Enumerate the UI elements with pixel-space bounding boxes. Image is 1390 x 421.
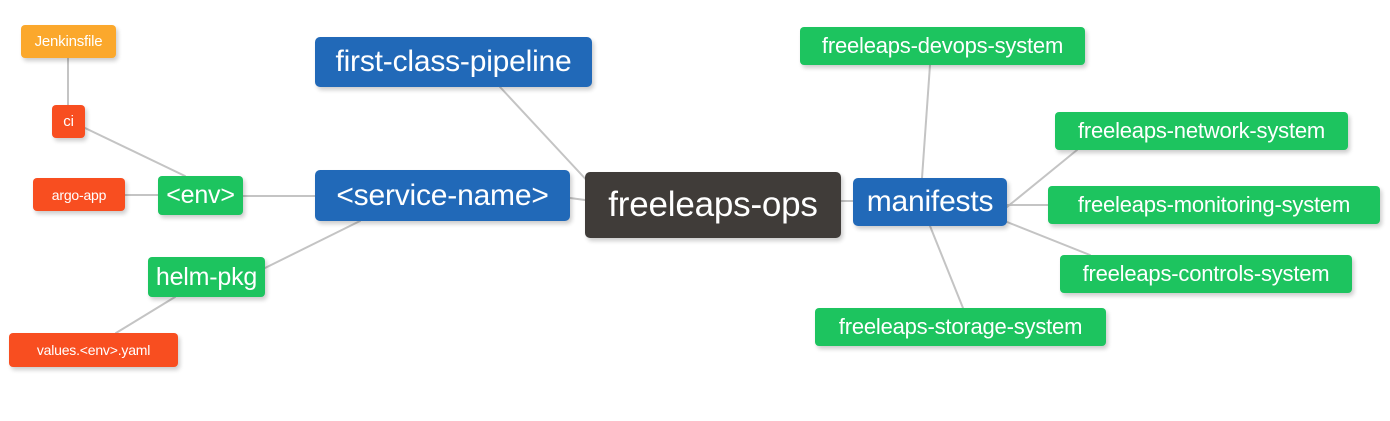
edge-manifests-to-freeleaps-controls-system: [1006, 221, 1091, 256]
mindmap-node-jenkinsfile[interactable]: Jenkinsfile: [21, 25, 116, 58]
node-label: values.<env>.yaml: [36, 342, 151, 358]
mindmap-node-values-yaml[interactable]: values.<env>.yaml: [9, 333, 178, 367]
node-label: argo-app: [51, 186, 107, 203]
mindmap-node-freeleaps-controls-system[interactable]: freeleaps-controls-system: [1060, 255, 1352, 293]
node-label: freeleaps-ops: [608, 185, 818, 224]
edge-helm-pkg-to-values-yaml: [115, 296, 176, 334]
node-label: first-class-pipeline: [335, 45, 572, 78]
node-label: freeleaps-devops-system: [821, 33, 1064, 58]
mindmap-node-ci[interactable]: ci: [52, 105, 85, 138]
mindmap-node-freeleaps-storage-system[interactable]: freeleaps-storage-system: [815, 308, 1106, 346]
mindmap-node-helm-pkg[interactable]: helm-pkg: [148, 257, 265, 297]
mindmap-node-freeleaps-ops[interactable]: freeleaps-ops: [585, 172, 841, 238]
mindmap-node-service-name[interactable]: <service-name>: [315, 170, 570, 221]
mindmap-node-env[interactable]: <env>: [158, 176, 243, 215]
node-label: freeleaps-network-system: [1077, 118, 1326, 143]
node-label: manifests: [866, 185, 994, 218]
node-label: freeleaps-monitoring-system: [1077, 192, 1351, 217]
node-label: freeleaps-controls-system: [1082, 261, 1330, 286]
mindmap-node-manifests[interactable]: manifests: [853, 178, 1007, 226]
node-label: helm-pkg: [155, 262, 258, 291]
mindmap-node-freeleaps-monitoring-system[interactable]: freeleaps-monitoring-system: [1048, 186, 1380, 224]
edge-env-to-ci: [84, 127, 186, 177]
node-label: freeleaps-storage-system: [838, 314, 1083, 339]
mindmap-node-freeleaps-devops-system[interactable]: freeleaps-devops-system: [800, 27, 1085, 65]
edge-manifests-to-freeleaps-storage-system: [929, 225, 964, 309]
node-label: <env>: [166, 181, 235, 209]
mindmap-node-first-class-pipeline[interactable]: first-class-pipeline: [315, 37, 592, 87]
node-label: <service-name>: [336, 178, 549, 212]
edge-manifests-to-freeleaps-devops-system: [921, 64, 931, 179]
mindmap-node-freeleaps-network-system[interactable]: freeleaps-network-system: [1055, 112, 1348, 150]
edge-service-name-to-helm-pkg: [264, 220, 361, 269]
node-label: ci: [63, 113, 74, 130]
mindmap-node-argo-app[interactable]: argo-app: [33, 178, 125, 211]
node-label: Jenkinsfile: [34, 33, 103, 50]
edge-freeleaps-ops-to-service-name: [569, 197, 586, 201]
